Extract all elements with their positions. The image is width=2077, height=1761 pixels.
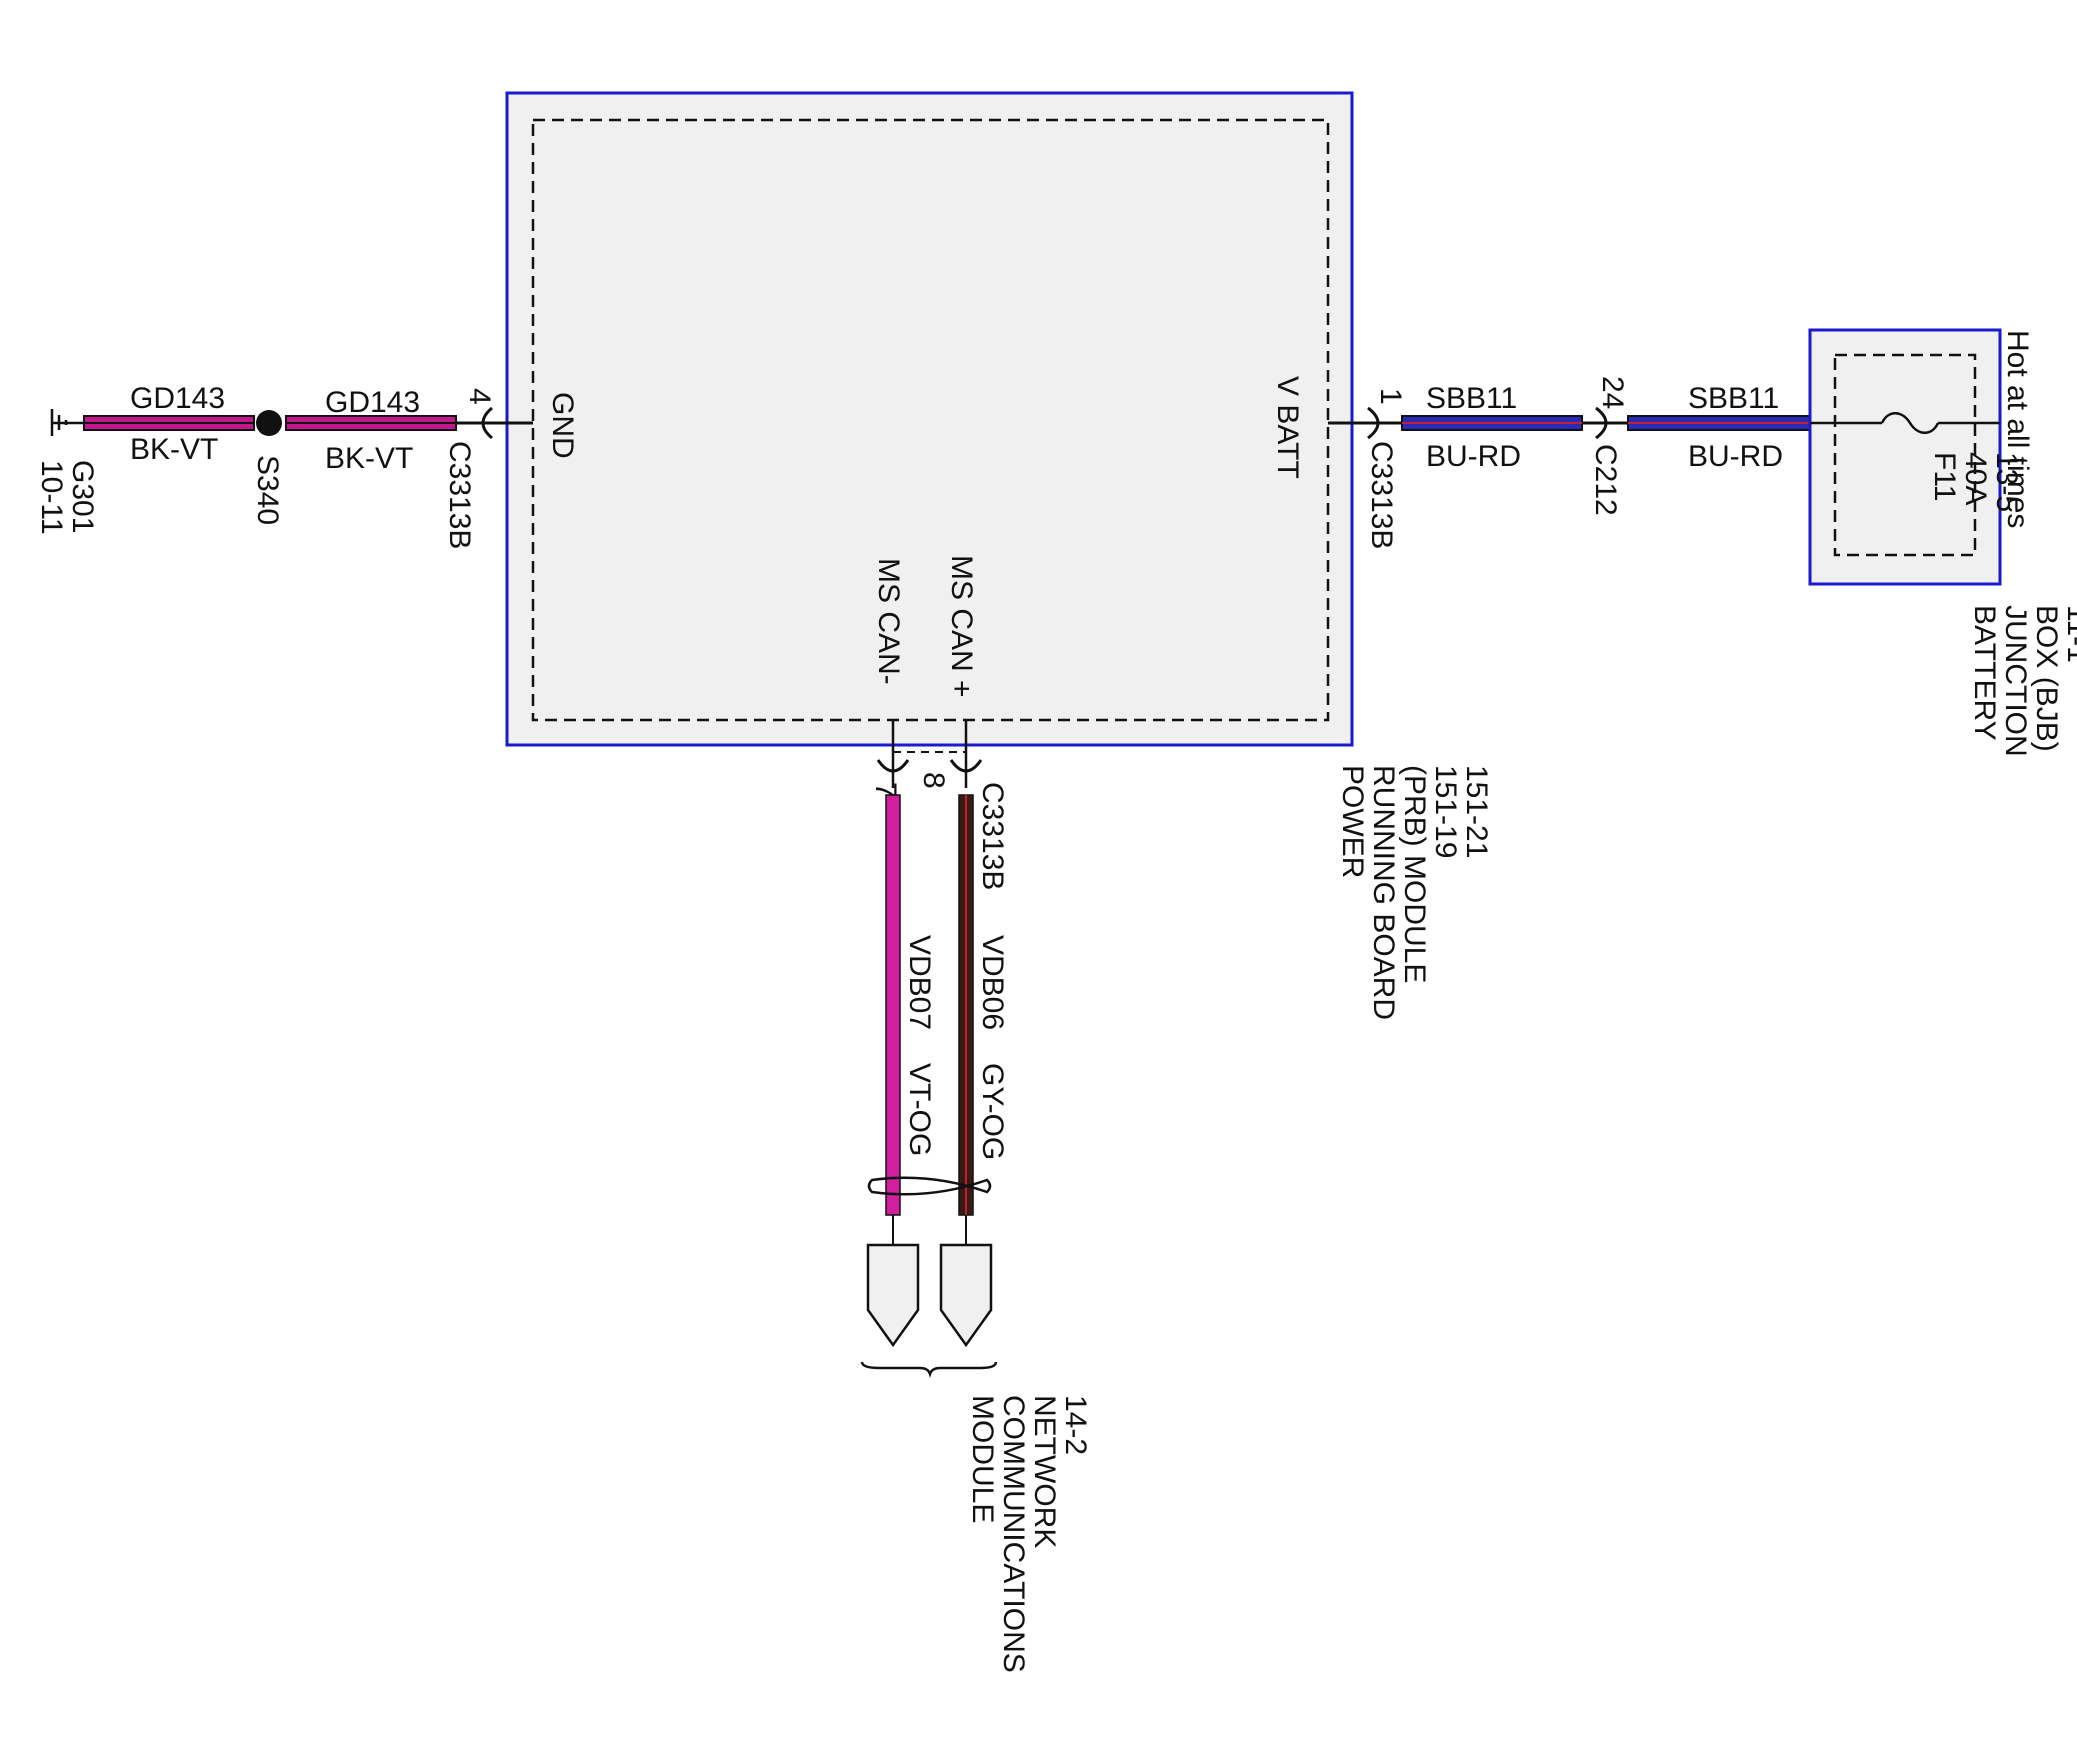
wire-gd143-left-color: BK-VT [130, 433, 218, 466]
vbatt-pin-number: 1 [1374, 388, 1407, 405]
network-brace-icon [860, 1361, 998, 1378]
c212-connector-arrow-icon [1595, 406, 1608, 440]
network-name-line-4: 14-2 [1059, 1395, 1092, 1455]
gnd-pin-label: GND [546, 392, 579, 459]
wire-sbb11-right-circuit: SBB11 [1688, 382, 1779, 415]
vbatt-connector-arrow-icon [1367, 406, 1380, 440]
wire-vdb06-color: GY-OG [976, 1063, 1009, 1160]
can-plus-pin-number: 8 [917, 772, 950, 789]
gnd-pin-number: 4 [463, 388, 496, 405]
wire-vdb07-circuit: VDB07 [903, 935, 936, 1030]
ground-id: G301 [66, 460, 99, 533]
bjb-outer-box [1808, 328, 2002, 586]
bjb-name-line-1: BATTERY [1968, 605, 2001, 741]
vbatt-connector-id: C3313B [1365, 441, 1398, 549]
wire-vdb07-color: VT-OG [903, 1063, 936, 1156]
ground-ref: 10-11 [35, 460, 68, 535]
vbatt-pin-label: V BATT [1271, 376, 1304, 479]
can-plus-arrow-icon [949, 759, 983, 773]
wire-sbb11-right-color: BU-RD [1688, 440, 1783, 473]
gnd-connector-id: C3313B [443, 441, 476, 549]
wire-sbb11-left-color: BU-RD [1426, 440, 1521, 473]
can-minus-arrow-icon [876, 759, 910, 773]
wire-gd143-left-circuit: GD143 [130, 382, 225, 415]
network-name-line-2: COMMUNICATIONS [997, 1395, 1030, 1673]
wire-gd143-right-color: BK-VT [325, 442, 413, 475]
network-pointer-plus-icon [939, 1243, 993, 1348]
network-name-line-3: NETWORK [1028, 1395, 1061, 1548]
wire-vdb07 [885, 794, 901, 1216]
splice-dot-icon [256, 410, 282, 436]
prb-module-outer-box [505, 91, 1354, 747]
prb-module-name: POWER RUNNING BOARD (PRB) MODULE 151-19 … [1336, 765, 1493, 1028]
bjb-inner-dashed-box [1833, 353, 1977, 557]
network-name: MODULE COMMUNICATIONS NETWORK 14-2 [966, 1395, 1092, 1681]
can-bus-circuit: 7 8 C3313B VDB07 VT-OG VDB06 GY-OG MODUL… [860, 720, 1092, 1681]
fuse-icon [1880, 412, 1940, 434]
prb-module-name-line-5: 151-21 [1460, 765, 1493, 858]
gnd-connector-arrow-icon [481, 406, 493, 440]
network-name-line-1: MODULE [966, 1395, 999, 1523]
network-pointer-minus-icon [866, 1243, 920, 1348]
ms-can-plus-label: MS CAN + [945, 555, 978, 698]
bjb-name: BATTERY JUNCTION BOX (BJB) 11-1 [1968, 605, 2077, 765]
hot-at-all-times-label: Hot at all times [2001, 330, 2034, 528]
bjb-name-line-3: BOX (BJB) [2030, 605, 2063, 752]
power-circuit: 1 C3313B SBB11 BU-RD 24 C212 SBB11 BU-RD [1328, 376, 1811, 549]
prb-module-name-line-1: POWER [1336, 765, 1369, 878]
fuse-ref: 13-5 [1990, 452, 2023, 512]
prb-module-name-line-3: (PRB) MODULE [1398, 765, 1431, 983]
bjb-name-line-2: JUNCTION [1999, 605, 2032, 757]
c212-pin-number: 24 [1596, 376, 1629, 409]
prb-module: GND V BATT MS CAN- MS CAN + POWER RUNNIN… [505, 91, 1493, 1028]
wire-gd143-right-circuit: GD143 [325, 386, 420, 419]
fuse-label: F11 40A 13-5 [1928, 452, 2023, 512]
fuse-rating: 40A [1959, 452, 1992, 505]
splice-id: S340 [251, 455, 284, 525]
twisted-pair-icon [867, 1176, 992, 1196]
can-connector-id: C3313B [976, 782, 1009, 890]
bjb-name-line-4: 11-1 [2061, 605, 2077, 663]
ground-symbol-icon [50, 409, 84, 436]
prb-module-name-line-2: RUNNING BOARD [1367, 765, 1400, 1020]
wire-vdb06-circuit: VDB06 [976, 935, 1009, 1030]
c212-connector-id: C212 [1589, 444, 1622, 516]
prb-module-inner-dashed-box [531, 118, 1330, 722]
ground-circuit: G301 10-11 GD143 BK-VT S340 GD143 BK-VT … [35, 382, 533, 549]
ms-can-minus-label: MS CAN- [872, 558, 905, 685]
battery-junction-box: F11 40A 13-5 Hot at all times BATTERY JU… [1808, 328, 2077, 765]
wire-sbb11-left-circuit: SBB11 [1426, 382, 1517, 415]
fuse-id: F11 [1928, 452, 1961, 501]
prb-module-name-line-4: 151-19 [1429, 765, 1462, 858]
